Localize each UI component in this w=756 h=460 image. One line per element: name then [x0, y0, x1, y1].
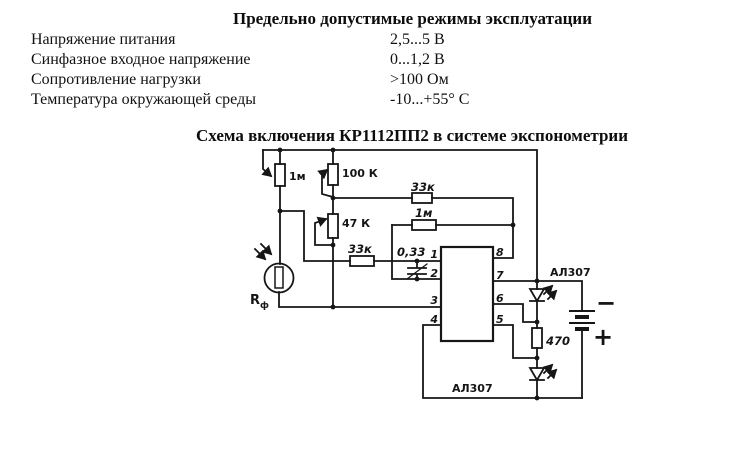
wiring [262, 149, 583, 399]
ic-kr1112pp2 [439, 245, 495, 343]
pin-1: 1 [430, 248, 438, 261]
resistor-33k-input [349, 255, 375, 267]
label-led-top: АЛ307 [550, 266, 591, 279]
battery-minus-sign: − [596, 289, 616, 317]
potentiometer-47k [314, 213, 339, 246]
table-row: Синфазное входное напряжение 0...1,2 В [31, 50, 731, 70]
spec-label: Напряжение питания [31, 31, 176, 48]
label-pot-100k: 100 К [342, 167, 378, 180]
label-r33k-input: 33к [348, 242, 373, 256]
spec-label: Температура окружающей среды [31, 91, 256, 108]
photoresistor [253, 242, 295, 294]
spec-table: Напряжение питания 2,5...5 В Синфазное в… [31, 30, 731, 110]
led-top [528, 284, 558, 303]
spec-value: -10...+55° С [390, 91, 470, 108]
label-capacitor: 0,33 [397, 245, 425, 259]
capacitor-0.33 [406, 260, 428, 280]
pin-2: 2 [430, 267, 438, 280]
pin-6: 6 [496, 292, 504, 305]
schematic-section-title: Схема включения КР1112ПП2 в системе эксп… [196, 126, 629, 145]
label-led-bottom: АЛ307 [452, 382, 493, 395]
resistor-33k-feedback [411, 192, 433, 204]
limits-section-title: Предельно допустимые режимы эксплуатации [233, 9, 593, 28]
label-r1m-feedback: 1м [415, 206, 433, 220]
label-r470: 470 [545, 334, 570, 348]
resistor-470 [531, 327, 543, 349]
battery-plus-sign: + [593, 323, 613, 351]
label-pot-1m: 1м [289, 170, 306, 183]
led-bottom [528, 363, 558, 382]
junction-dots [277, 147, 540, 401]
pin-5: 5 [496, 313, 504, 326]
spec-value: 0...1,2 В [390, 51, 445, 68]
label-pot-47k: 47 К [342, 217, 370, 230]
label-photocell: R [250, 293, 260, 308]
spec-label: Сопротивление нагрузки [31, 71, 201, 88]
spec-value: 2,5...5 В [390, 31, 445, 48]
potentiometer-100k [317, 163, 339, 199]
table-row: Напряжение питания 2,5...5 В [31, 30, 731, 50]
spec-label: Синфазное входное напряжение [31, 51, 251, 68]
pin-3: 3 [430, 294, 438, 307]
pin-7: 7 [496, 269, 504, 282]
battery [569, 310, 595, 331]
spec-value: >100 Ом [390, 71, 449, 88]
table-row: Сопротивление нагрузки >100 Ом [31, 70, 731, 90]
pin-8: 8 [496, 246, 504, 259]
label-r33k-feedback: 33к [411, 180, 436, 194]
potentiometer-1m [261, 149, 286, 187]
resistor-1m-feedback [411, 219, 437, 231]
label-photocell-sub: ф [260, 301, 269, 311]
table-row: Температура окружающей среды -10...+55° … [31, 90, 731, 110]
pin-4: 4 [429, 313, 438, 326]
